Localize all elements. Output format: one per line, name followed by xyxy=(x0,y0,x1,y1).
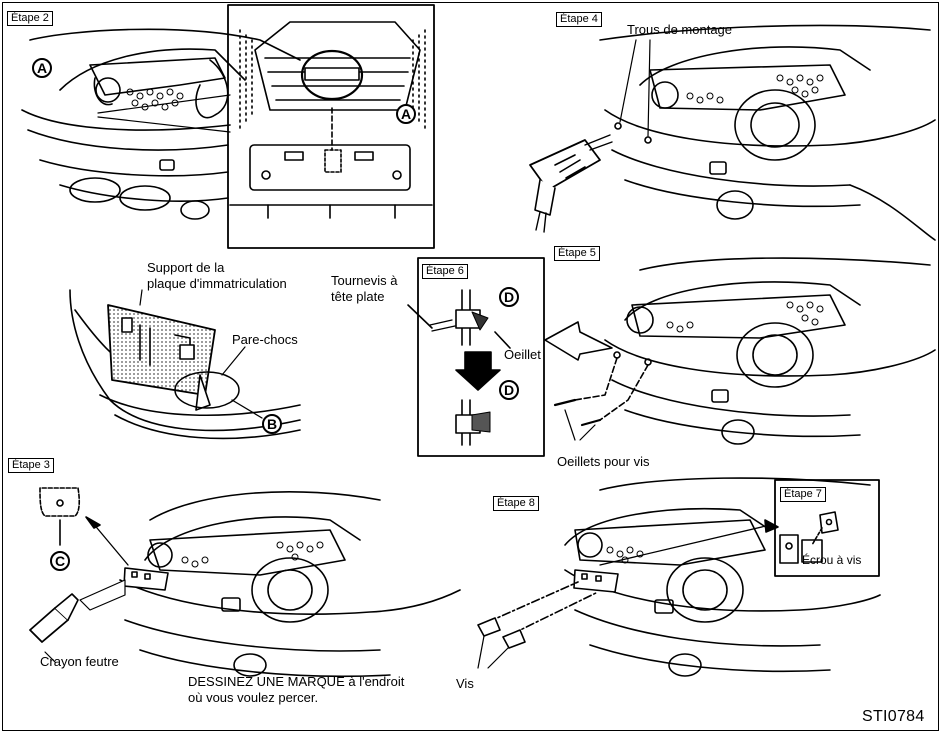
label-mark-2: où vous voulez percer. xyxy=(188,690,319,705)
step8-label: Étape 8 xyxy=(493,496,539,511)
label-mark-1: DESSINEZ UNE MARQUE à l'endroit xyxy=(188,674,405,689)
step2-label: Étape 2 xyxy=(7,11,53,26)
step3-label: Étape 3 xyxy=(8,458,54,473)
step4-label: Étape 4 xyxy=(556,12,602,27)
label-plate-support-1: Support de la xyxy=(147,260,225,275)
label-mounting-holes: Trous de montage xyxy=(627,22,733,37)
drill-icon xyxy=(529,134,613,233)
label-plate-support-2: plaque d'immatriculation xyxy=(147,276,287,291)
label-screws: Vis xyxy=(456,676,474,691)
plate-support-illustration xyxy=(69,289,301,440)
label-felt-pen: Crayon feutre xyxy=(40,654,119,669)
callout-b: B xyxy=(262,414,282,434)
felt-pen-icon xyxy=(29,593,79,663)
label-screw-grommets: Oeillets pour vis xyxy=(557,454,650,469)
label-grommet: Oeillet xyxy=(504,347,541,362)
callout-d-bottom: D xyxy=(499,380,519,400)
step7-box xyxy=(774,479,880,577)
figure-code: STI0784 xyxy=(862,708,925,725)
step5-label: Étape 5 xyxy=(554,246,600,261)
step4-car-front xyxy=(599,24,936,241)
callout-c: C xyxy=(50,551,70,571)
step6-box xyxy=(407,257,545,457)
label-screwdriver-2: tête plate xyxy=(331,289,385,304)
step7-label: Étape 7 xyxy=(780,487,826,502)
label-screw-nut: Écrou à vis xyxy=(802,553,862,567)
step2-car-front xyxy=(21,28,301,220)
step6-label: Étape 6 xyxy=(422,264,468,279)
label-bumper: Pare-chocs xyxy=(232,332,298,347)
step5-car-front xyxy=(544,257,936,445)
callout-a-inset: A xyxy=(396,104,416,124)
step2-inset xyxy=(227,4,435,249)
step8-car-front xyxy=(477,477,881,677)
callout-d-top: D xyxy=(499,287,519,307)
callout-a-step2: A xyxy=(32,58,52,78)
step3-car-front xyxy=(39,487,461,678)
label-screwdriver-1: Tournevis à xyxy=(331,273,398,288)
